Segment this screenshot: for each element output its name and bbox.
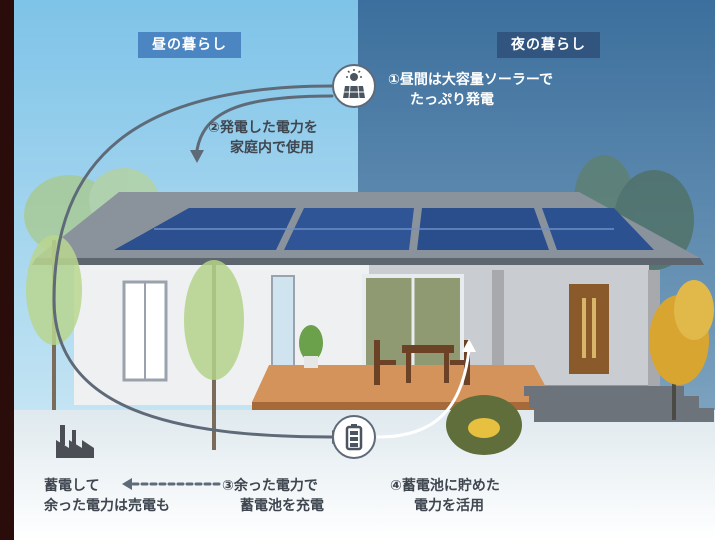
solar-panel-icon — [343, 69, 365, 99]
entry-steps — [524, 386, 714, 422]
step3-line2: 蓄電池を充電 — [240, 498, 324, 514]
house-scene: 昼の暮らし 夜の暮らし — [14, 0, 715, 540]
step3-label: ③余った電力で 蓄電池を充電 — [222, 476, 324, 516]
potted-plant — [299, 325, 323, 368]
step1-line1: ①昼間は大容量ソーラーで — [388, 72, 554, 88]
step4-label: ④蓄電池に貯めた 電力を活用 — [390, 476, 500, 516]
step1-line2: たっぷり発電 — [410, 92, 494, 108]
arrow-battery-to-night — [376, 348, 471, 439]
step2-line2: 家庭内で使用 — [230, 140, 314, 156]
roof-edge — [32, 258, 704, 265]
factory-icon — [56, 425, 94, 458]
flow-arrows — [52, 84, 334, 486]
day-tree-middle — [184, 260, 244, 450]
step1-label: ①昼間は大容量ソーラーで たっぷり発電 — [388, 70, 553, 110]
step4-line1: ④蓄電池に貯めた — [390, 478, 500, 494]
night-tree-right — [649, 280, 714, 420]
solar-array — [114, 208, 654, 250]
sell-line1: 蓄電して — [44, 478, 100, 494]
step2-line1: ②発電した電力を — [208, 120, 318, 136]
day-life-tab: 昼の暮らし — [138, 32, 241, 58]
night-life-tab: 夜の暮らし — [497, 32, 600, 58]
sell-line2: 余った電力は売電も — [44, 498, 170, 514]
solar-circle — [332, 64, 376, 108]
step4-line2: 電力を活用 — [414, 498, 484, 514]
step3-line1: ③余った電力で — [222, 478, 318, 494]
arrow-solar-to-home — [195, 94, 334, 152]
night-shrub — [446, 395, 522, 455]
night-door — [569, 284, 609, 374]
arrow-solar-to-battery — [52, 84, 334, 439]
scene-illustration — [14, 0, 715, 540]
sell-label: 蓄電して 余った電力は売電も — [44, 476, 170, 516]
step2-label: ②発電した電力を 家庭内で使用 — [208, 118, 318, 158]
battery-icon — [345, 424, 363, 451]
battery-circle — [332, 415, 376, 459]
wood-deck — [252, 365, 554, 402]
